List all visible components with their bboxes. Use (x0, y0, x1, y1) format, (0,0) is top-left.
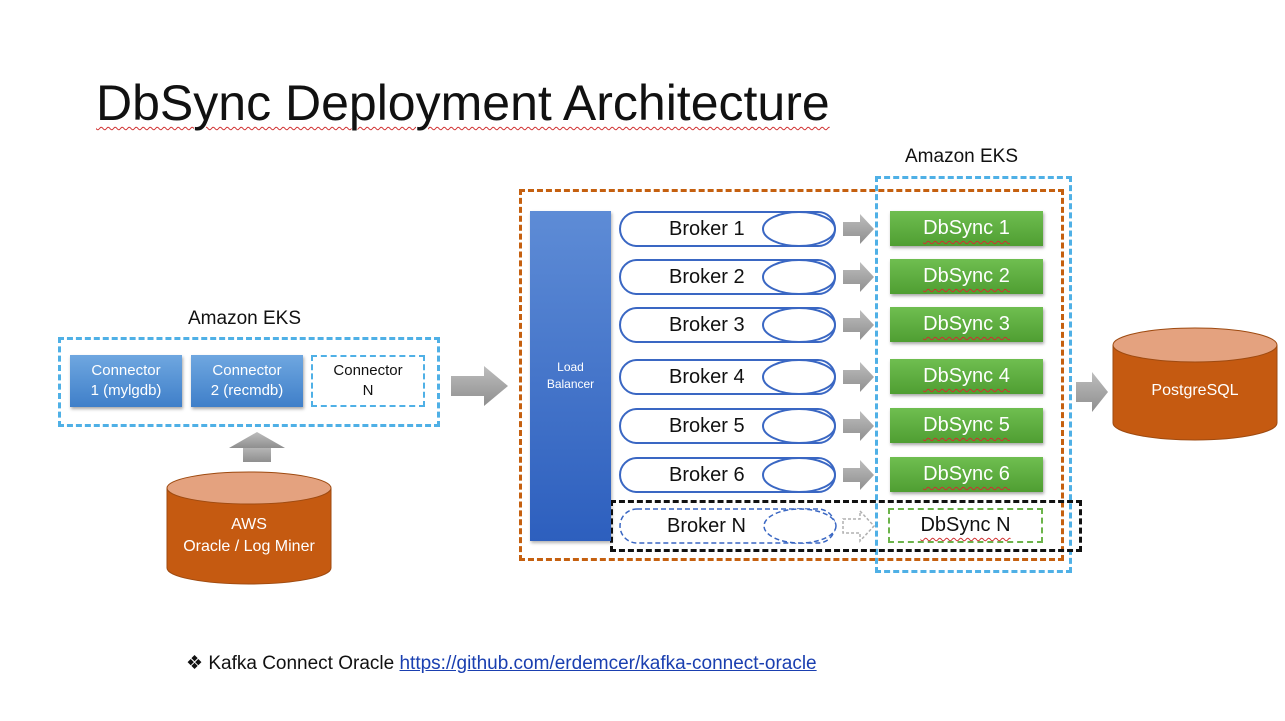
dbsync-6-label: DbSync 6 (923, 463, 1010, 485)
dbsync-5-label: DbSync 5 (923, 414, 1010, 436)
connector-1-line1: Connector (91, 362, 161, 379)
connector-n-line2: N (362, 382, 374, 399)
arrow-n-icon (842, 509, 876, 543)
broker-6-label: Broker 6 (669, 464, 745, 486)
broker-1-label: Broker 1 (669, 218, 745, 240)
aws-label: AWS (231, 516, 267, 533)
broker-2-shape (619, 259, 836, 295)
right-eks-cluster (875, 176, 1072, 573)
connector-n: Connector N (311, 355, 425, 407)
dbsync-1: DbSync 1 (890, 211, 1043, 246)
dbsync-n: DbSync N (888, 508, 1043, 543)
arrow-3-icon (843, 310, 874, 340)
dbsync-3: DbSync 3 (890, 307, 1043, 342)
dbsync-3-label: DbSync 3 (923, 313, 1010, 335)
connector-2-line2: 2 (recmdb) (210, 382, 284, 399)
broker-n-label: Broker N (667, 515, 746, 537)
broker-3-shape (619, 307, 836, 343)
arrow-4-icon (843, 362, 874, 392)
postgresql-cylinder-icon (1112, 327, 1278, 441)
dbsync-4: DbSync 4 (890, 359, 1043, 394)
load-balancer-line1: Load (557, 360, 584, 374)
title-word-dbsync: DbSync Deployment Architecture (96, 75, 830, 131)
broker-3-label: Broker 3 (669, 314, 745, 336)
postgresql-label: PostgreSQL (1151, 382, 1239, 399)
broker-1-shape (619, 211, 836, 247)
dbsync-2-label: DbSync 2 (923, 265, 1010, 287)
broker-5-shape (619, 408, 836, 444)
broker-4-shape (619, 359, 836, 395)
dbsync-4-label: DbSync 4 (923, 365, 1010, 387)
aws-oracle-cylinder-icon (166, 471, 332, 585)
oracle-logminer-label: Oracle / Log Miner (183, 538, 315, 555)
left-eks-cluster (58, 337, 440, 427)
arrow-2-icon (843, 262, 874, 292)
connector-1: Connector 1 (mylgdb) (70, 355, 182, 407)
aws-oracle-label: AWS Oracle / Log Miner (167, 514, 331, 558)
arrow-to-postgresql-icon (1076, 372, 1108, 412)
broker-shapes (619, 211, 836, 493)
bullet-icon: ❖ (186, 653, 204, 674)
broker-to-dbsync-arrows (843, 214, 874, 490)
connector-2-line1: Connector (212, 362, 282, 379)
dbsync-6: DbSync 6 (890, 457, 1043, 492)
broker-4-label: Broker 4 (669, 366, 745, 388)
scale-out-row (610, 500, 1082, 552)
broker-n-shape (619, 508, 837, 544)
arrow-6-icon (843, 460, 874, 490)
footnote: ❖ Kafka Connect Oracle https://github.co… (186, 652, 817, 675)
connector-1-line2: 1 (mylgdb) (90, 382, 162, 399)
load-balancer-line2: Balancer (546, 377, 595, 391)
connector-n-line1: Connector (333, 362, 403, 379)
dbsync-n-label: DbSync N (920, 514, 1011, 536)
dbsync-1-label: DbSync 1 (923, 217, 1010, 239)
load-balancer: Load Balancer (530, 211, 611, 541)
dbsync-2: DbSync 2 (890, 259, 1043, 294)
dbsync-5: DbSync 5 (890, 408, 1043, 443)
github-link[interactable]: https://github.com/erdemcer/kafka-connec… (399, 653, 817, 674)
kafka-cluster (519, 189, 1064, 561)
footnote-text: Kafka Connect Oracle (208, 653, 395, 674)
left-eks-label: Amazon EKS (188, 308, 301, 329)
broker-5-label: Broker 5 (669, 415, 745, 437)
up-arrow-icon (229, 432, 285, 462)
connector-2: Connector 2 (recmdb) (191, 355, 303, 407)
right-eks-label: Amazon EKS (905, 146, 1018, 167)
page-title: DbSync Deployment Architecture (96, 74, 830, 132)
arrow-1-icon (843, 214, 874, 244)
arrow-5-icon (843, 411, 874, 441)
broker-6-shape (619, 457, 836, 493)
arrow-to-load-balancer-icon (451, 366, 508, 406)
broker-2-label: Broker 2 (669, 266, 745, 288)
